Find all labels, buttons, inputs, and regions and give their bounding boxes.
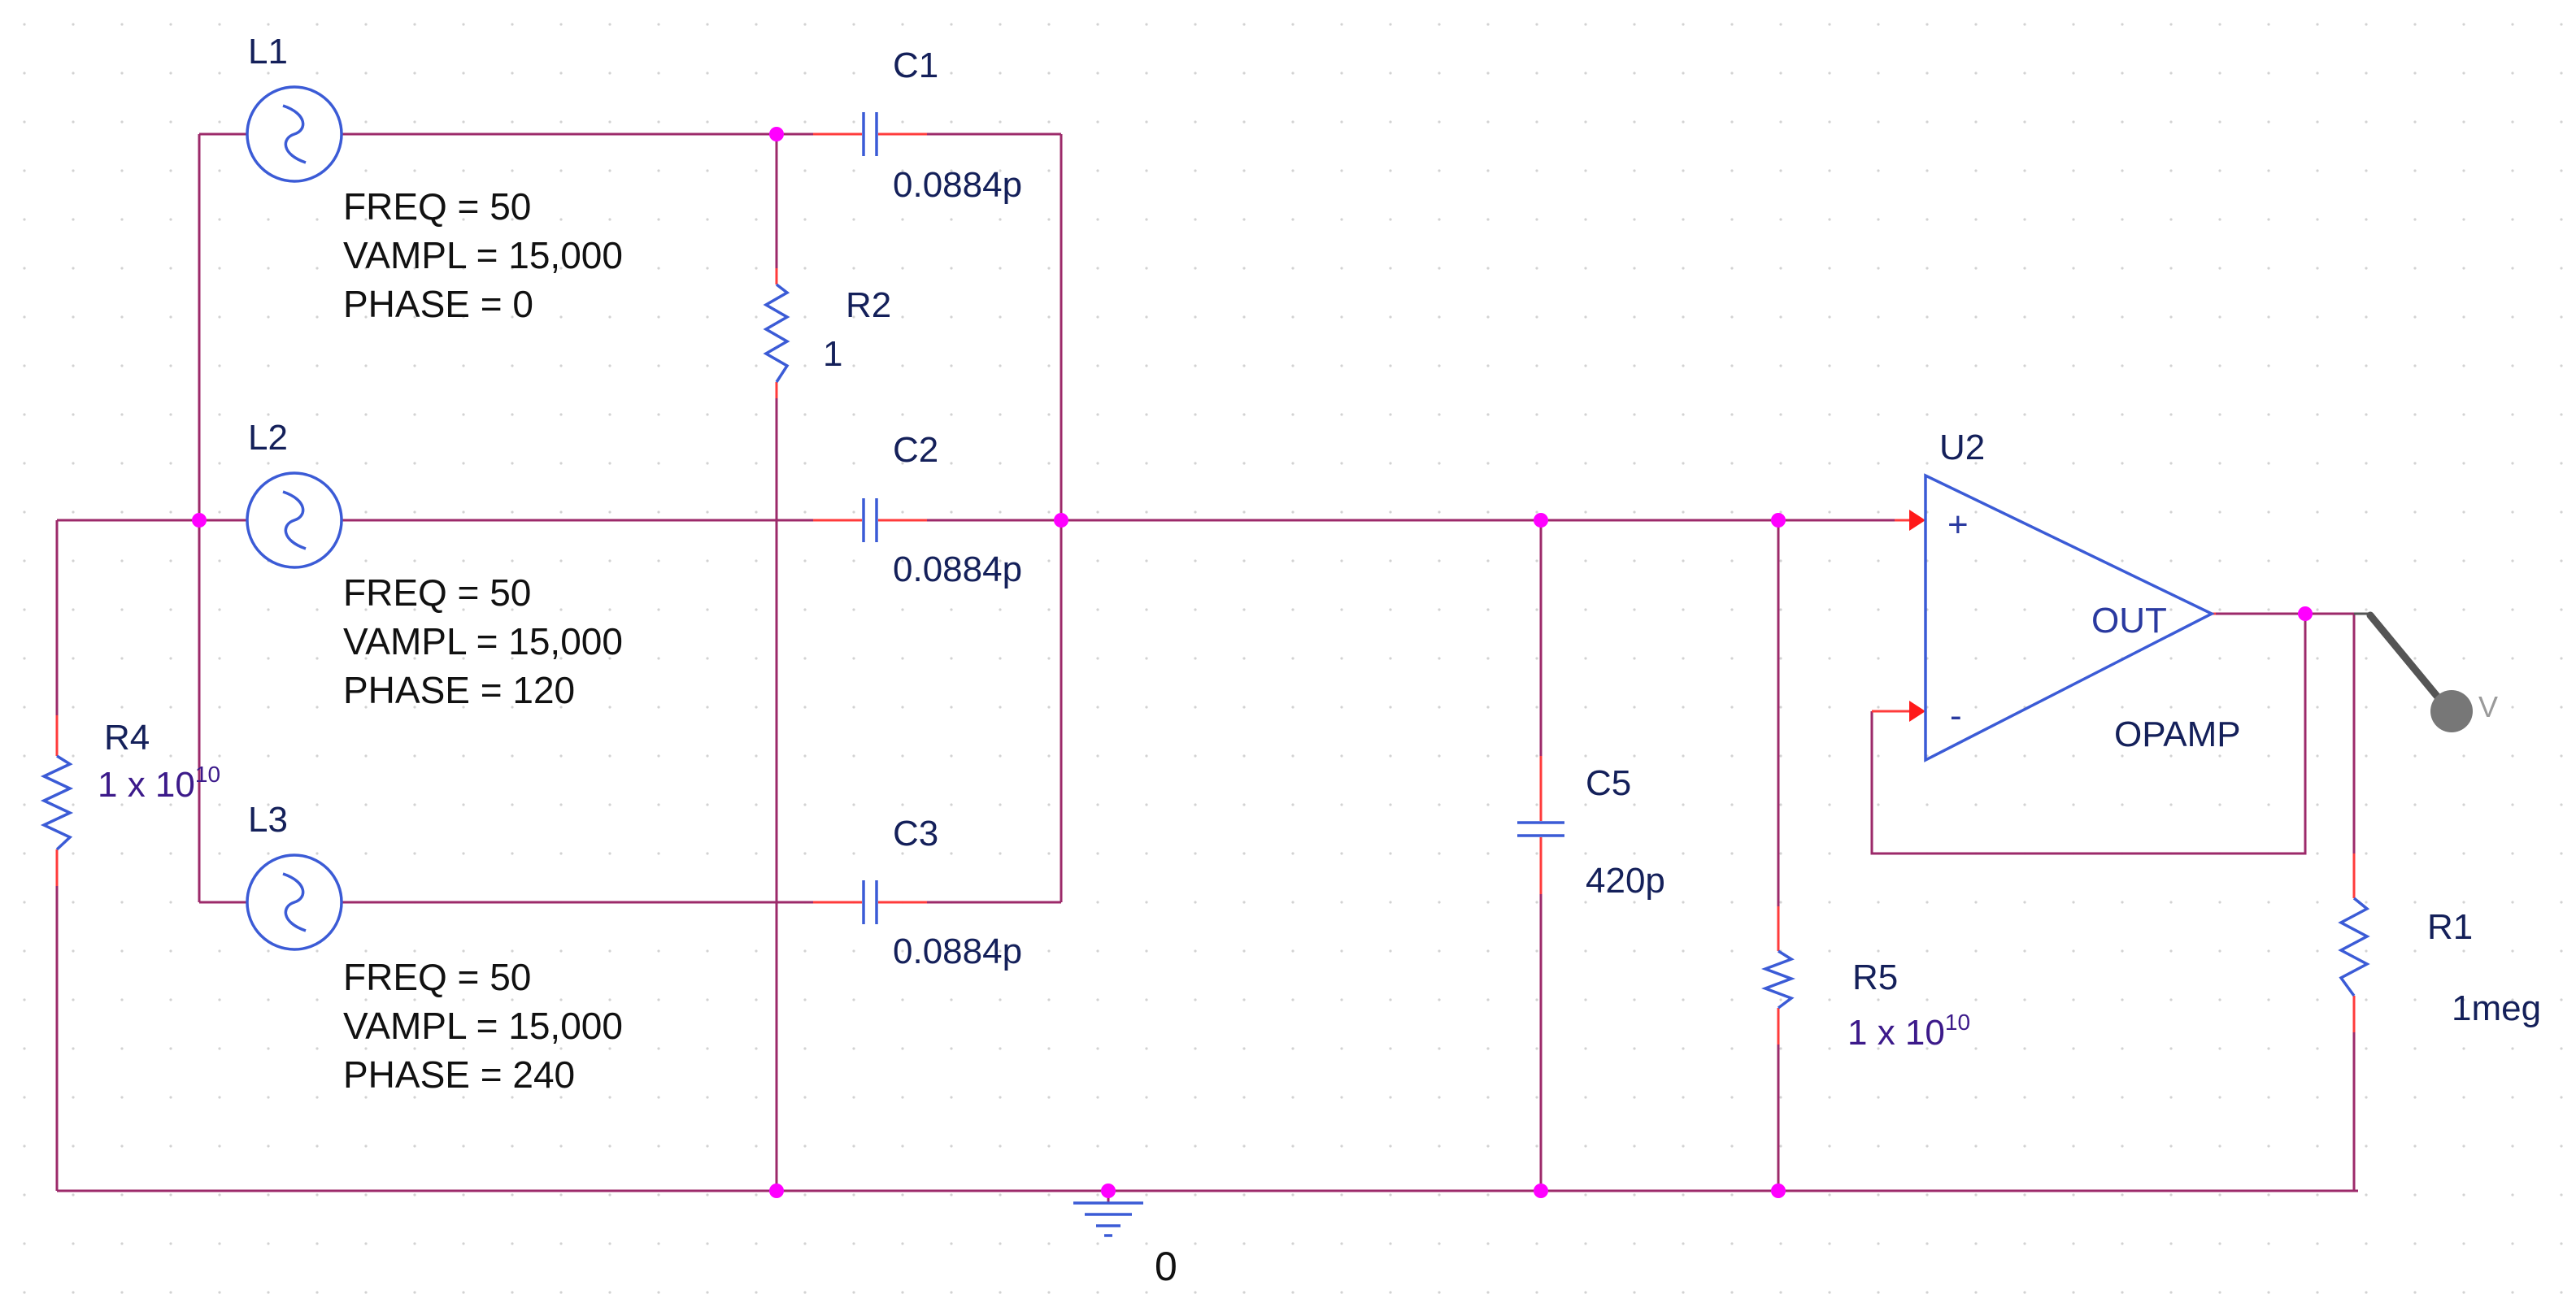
junction-node[interactable] (2298, 606, 2313, 621)
value-label-c5: 420p (1586, 861, 1665, 901)
resistor-r4[interactable]: R4 1 x 1010 (40, 718, 220, 851)
attr-phase-l2: PHASE = 120 (343, 669, 575, 711)
value-exp-r5: 10 (1945, 1010, 1970, 1035)
ref-label-u2: U2 (1939, 428, 1985, 467)
value-base-r4: 1 x 10 (98, 765, 195, 805)
attr-vampl-l2: VAMPL = 15,000 (343, 620, 623, 662)
attr-freq-l1: FREQ = 50 (343, 185, 531, 228)
ref-label-c3: C3 (893, 814, 938, 853)
ref-label-l1: L1 (248, 32, 288, 72)
junction-node[interactable] (1054, 513, 1068, 528)
value-label-c1: 0.0884p (893, 165, 1022, 205)
sine-wave-icon (282, 490, 307, 550)
junction-node[interactable] (192, 513, 207, 528)
opamp-minus-label: - (1950, 696, 1962, 736)
attr-phase-l3: PHASE = 240 (343, 1053, 575, 1096)
value-label-r5: 1 x 1010 (1847, 1010, 1970, 1053)
sine-wave-icon (282, 872, 307, 932)
plus-input-arrow (1909, 510, 1925, 531)
capacitor-c2[interactable]: C2 0.0884p (862, 430, 1022, 589)
ref-label-r2: R2 (846, 285, 891, 325)
capacitor-c1[interactable]: C1 0.0884p (862, 46, 1022, 205)
wire-feedback[interactable] (1870, 614, 2307, 855)
resistor-r1[interactable]: R1 1meg (2338, 897, 2541, 1028)
ref-label-c5: C5 (1586, 763, 1631, 803)
value-label-r2: 1 (823, 334, 842, 374)
ref-label-r5: R5 (1852, 958, 1898, 997)
ground-label: 0 (1155, 1244, 1177, 1289)
value-label-c3: 0.0884p (893, 932, 1022, 971)
source-l1[interactable]: L1 FREQ = 50 VAMPL = 15,000 PHASE = 0 (246, 32, 623, 325)
ref-label-l2: L2 (248, 418, 288, 458)
probe-label: V (2478, 690, 2498, 723)
junction-node[interactable] (769, 1184, 784, 1198)
value-exp-r4: 10 (195, 762, 220, 787)
attr-vampl-l1: VAMPL = 15,000 (343, 234, 623, 276)
junction-node[interactable] (1101, 1184, 1116, 1198)
junction-node[interactable] (769, 127, 784, 141)
value-base-r5: 1 x 10 (1847, 1013, 1945, 1053)
junction-node[interactable] (1534, 1184, 1548, 1198)
junction-node[interactable] (1771, 513, 1786, 528)
ref-label-c1: C1 (893, 46, 938, 85)
attr-phase-l1: PHASE = 0 (343, 283, 533, 325)
ref-label-c2: C2 (893, 430, 938, 470)
attr-freq-l3: FREQ = 50 (343, 956, 531, 998)
source-l3[interactable]: L3 FREQ = 50 VAMPL = 15,000 PHASE = 240 (246, 800, 623, 1096)
value-label-r4: 1 x 1010 (98, 762, 220, 805)
ref-label-l3: L3 (248, 800, 288, 840)
ref-label-r4: R4 (104, 718, 150, 758)
ref-label-r1: R1 (2427, 907, 2473, 947)
capacitor-c5[interactable]: C5 420p (1517, 763, 1665, 901)
voltage-probe[interactable]: V (2354, 611, 2498, 732)
junction-nodes (192, 127, 2313, 1198)
opamp-out-label: OUT (2091, 601, 2167, 641)
junction-node[interactable] (1771, 1184, 1786, 1198)
source-l2[interactable]: L2 FREQ = 50 VAMPL = 15,000 PHASE = 120 (246, 418, 623, 711)
resistor-r5[interactable]: R5 1 x 1010 (1761, 949, 1970, 1053)
attr-vampl-l3: VAMPL = 15,000 (343, 1005, 623, 1047)
opamp-model-label: OPAMP (2114, 714, 2241, 754)
attr-freq-l2: FREQ = 50 (343, 571, 531, 614)
value-label-c2: 0.0884p (893, 549, 1022, 589)
value-label-r1: 1meg (2452, 988, 2541, 1028)
junction-node[interactable] (1534, 513, 1548, 528)
resistor-r2[interactable]: R2 1 (763, 283, 891, 383)
opamp-plus-label: + (1947, 505, 1969, 545)
sine-wave-icon (282, 104, 307, 164)
opamp-u2[interactable]: U2 + - OUT OPAMP (1924, 428, 2241, 762)
ground-symbol[interactable]: 0 (1073, 1201, 1177, 1289)
capacitor-c3[interactable]: C3 0.0884p (862, 814, 1022, 971)
minus-input-arrow (1909, 701, 1925, 722)
